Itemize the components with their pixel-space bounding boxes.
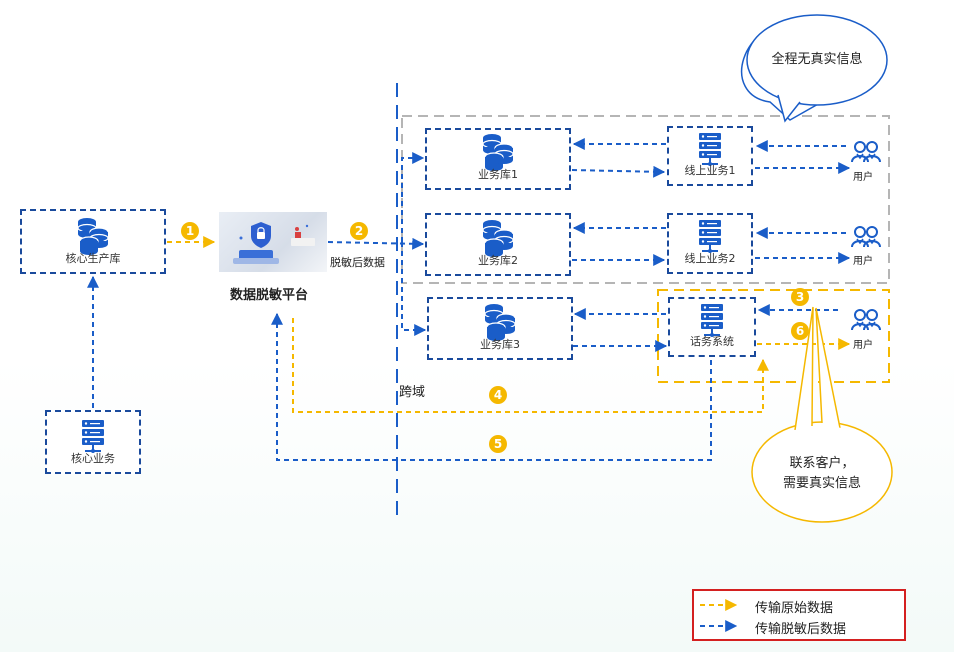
arrow-step5 [271,312,712,461]
node-db3-label: 业务库3 [480,338,520,351]
server-icon [699,220,721,253]
bubble-bottom-text-1: 联系客户， [789,456,855,471]
node-online1: 线上业务1 [667,126,753,186]
node-db1-label: 业务库1 [478,168,518,181]
bubble-top-text: 全程无真实信息 [771,52,863,67]
bubble-bottom-text-2: 需要真实信息 [782,476,861,491]
platform-label: 数据脱敏平台 [230,288,309,303]
legend-original-label: 传输原始数据 [755,601,834,616]
node-call-system-label: 话务系统 [690,335,734,348]
user2-label: 用户 [853,256,873,267]
node-core-db: 核心生产库 [20,209,166,274]
node-online2: 线上业务2 [667,213,753,274]
desensitized-data-label: 脱敏后数据 [330,256,385,269]
node-core-business-label: 核心业务 [71,452,115,465]
node-online2-label: 线上业务2 [684,252,736,265]
node-core-db-label: 核心生产库 [65,252,121,265]
arrow-step2-db3 [401,242,427,336]
cross-domain-label: 跨域 [399,385,426,400]
node-db2-label: 业务库2 [478,254,518,267]
shield-icon [233,222,315,264]
arrow-db1-to-online1 [571,165,666,178]
bubble-bottom-fill [756,426,888,518]
legend-desensitized-label: 传输脱敏后数据 [755,622,847,637]
bubble-bottom-tail-a [794,306,814,431]
step-5-badge: 5 [489,435,507,453]
user1-label: 用户 [853,172,873,183]
group-call-box [657,289,890,383]
step-4-badge: 4 [489,386,507,404]
step-6-badge: 6 [791,322,809,340]
bubble-top-tail [777,94,801,123]
group-online-box [401,115,890,284]
arrow-step2-main [327,237,425,250]
bubble-bottom-tail-b [815,307,841,429]
step-3-badge: 3 [791,288,809,306]
step-2-badge: 2 [350,222,368,240]
users-icon [851,141,881,163]
node-db1: 业务库1 [425,128,571,190]
users-icon [851,226,881,248]
arrow-step4 [292,318,769,413]
step-1-badge: 1 [181,222,199,240]
platform-image [219,212,327,272]
node-db3: 业务库3 [427,297,573,360]
node-core-business: 核心业务 [45,410,141,474]
node-db2: 业务库2 [425,213,571,276]
node-online1-label: 线上业务1 [684,164,736,177]
node-call-system: 话务系统 [668,297,756,357]
user3-label: 用户 [853,340,873,351]
bubble-top-ellipse [746,14,888,106]
server-icon [82,420,104,453]
users-icon [851,309,881,331]
arrow-step2-db1 [401,152,425,242]
